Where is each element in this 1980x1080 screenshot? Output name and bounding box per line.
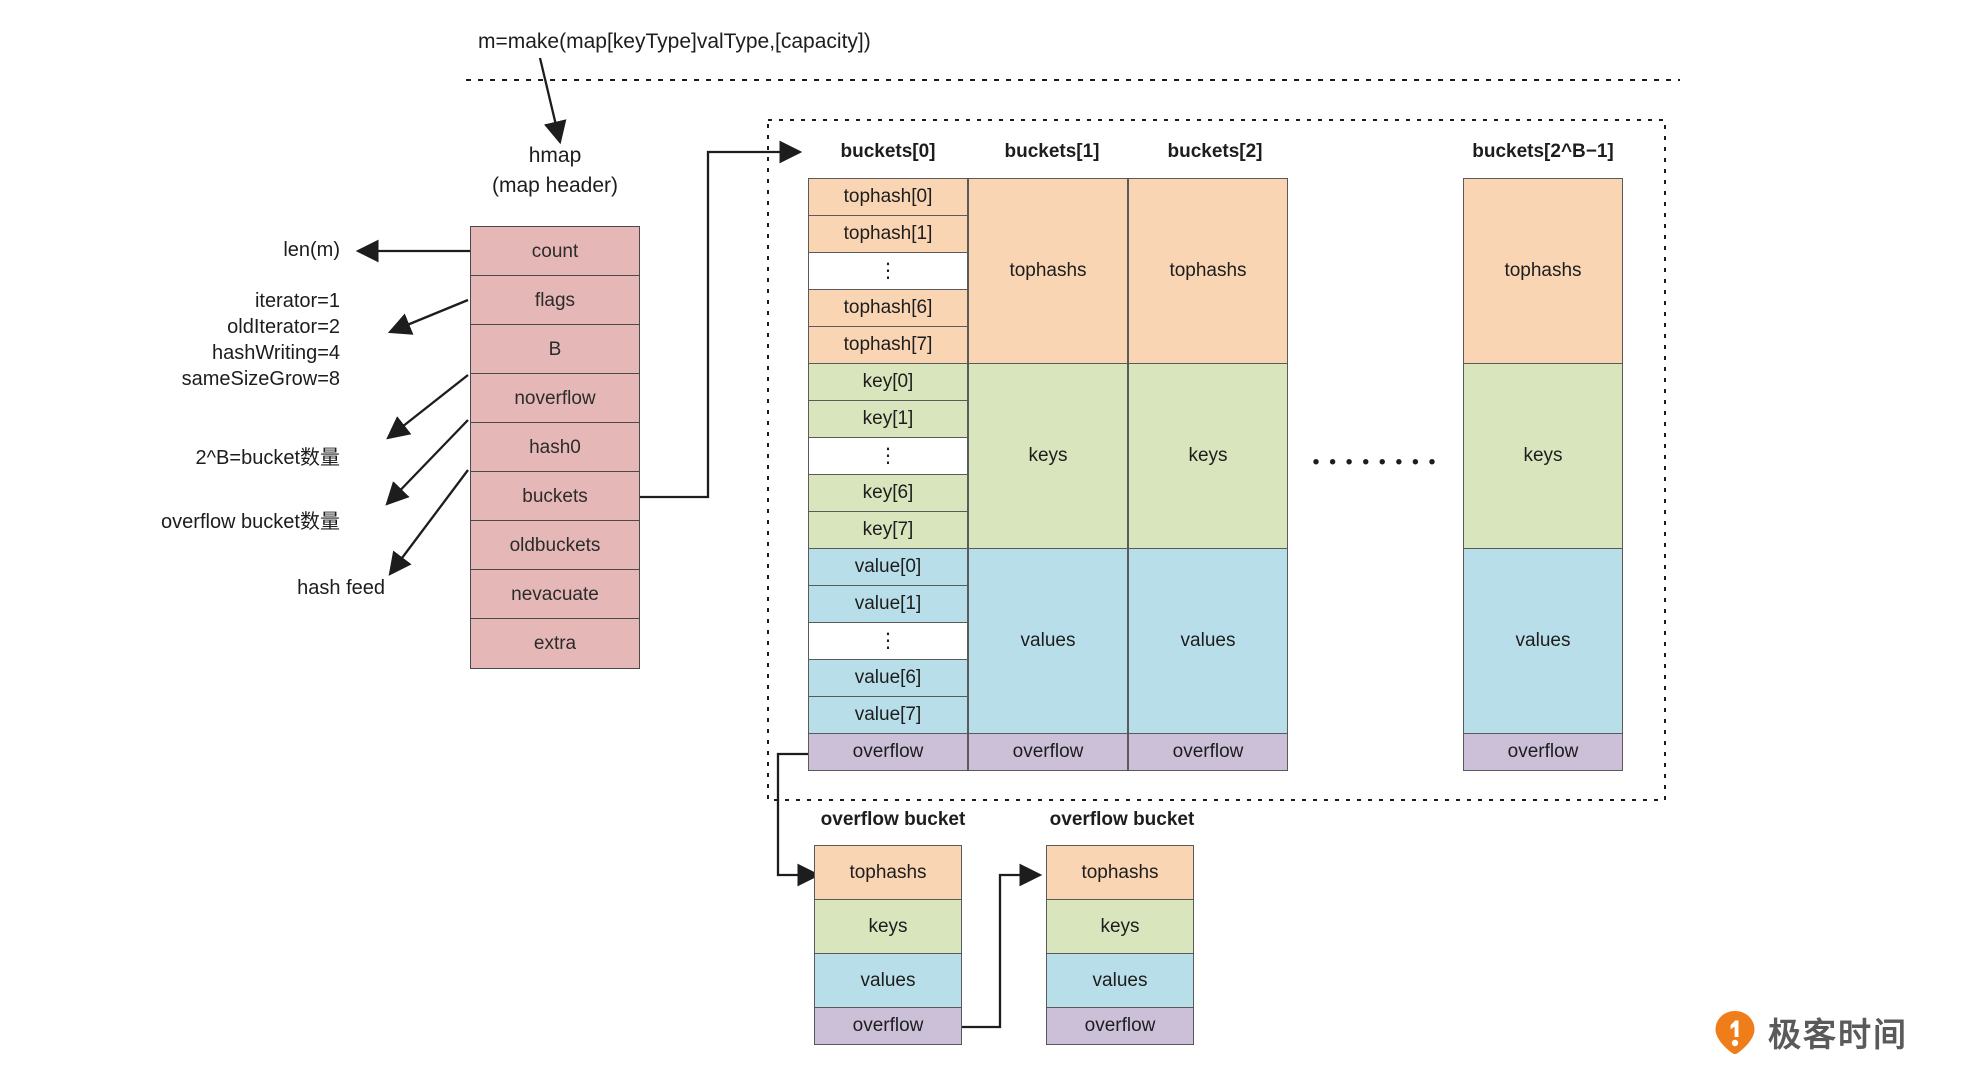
annotation-count: len(m) — [283, 239, 340, 261]
overflow1-tophashs: tophashs — [814, 845, 962, 899]
bucket0-value-6: value[6] — [808, 659, 968, 696]
bucket1-overflow: overflow — [968, 733, 1128, 771]
bucket-header-last: buckets[2^B−1] — [1472, 141, 1614, 162]
bucket0-tophash-7: tophash[7] — [808, 326, 968, 363]
buckets-pointer-arrow — [640, 140, 803, 499]
annotation-flags-samesizegrow: sameSizeGrow=8 — [181, 368, 340, 390]
bucket2-tophashs: tophashs — [1128, 178, 1288, 363]
bucket0-value-1: value[1] — [808, 585, 968, 622]
bucket-header-1: buckets[1] — [1004, 141, 1100, 162]
bucket2-overflow: overflow — [1128, 733, 1288, 771]
flags-annotation-arrow — [387, 298, 469, 335]
bucketlast-keys: keys — [1463, 363, 1623, 548]
bucket0-key-6: key[6] — [808, 474, 968, 511]
annotation-noverflow: overflow bucket数量 — [161, 511, 340, 533]
bucket0-value-0: value[0] — [808, 548, 968, 585]
bucket2-values: values — [1128, 548, 1288, 733]
hmap-field-buckets: buckets — [471, 472, 639, 521]
bucket-columns-ellipsis: • • • • • • • • — [1312, 451, 1438, 474]
geektime-logo-icon — [1712, 1009, 1758, 1055]
bucketlast-overflow: overflow — [1463, 733, 1623, 771]
bucket0-value-7: value[7] — [808, 696, 968, 733]
hmap-subtitle: (map header) — [491, 174, 619, 197]
b-annotation-arrow — [386, 374, 469, 440]
noverflow-annotation-arrow — [385, 419, 469, 506]
overflow-bucket-header-1: overflow bucket — [820, 809, 966, 830]
bucketlast-values: values — [1463, 548, 1623, 733]
bucket1-keys: keys — [968, 363, 1128, 548]
annotation-flags-iterator: iterator=1 — [254, 290, 340, 312]
bucket0-tophash-1: tophash[1] — [808, 215, 968, 252]
annotation-flags-olditerator: oldIterator=2 — [227, 316, 340, 338]
hmap-field-flags: flags — [471, 276, 639, 325]
annotation-hash0: hash feed — [297, 577, 385, 599]
bucket-header-2: buckets[2] — [1167, 141, 1263, 162]
bucket0-overflow: overflow — [808, 733, 968, 771]
bucket1-values: values — [968, 548, 1128, 733]
overflow2-values: values — [1046, 953, 1194, 1007]
overflow-bucket-1: tophashs keys values overflow — [814, 845, 962, 1045]
bucket0-key-1: key[1] — [808, 400, 968, 437]
overflow2-tophashs: tophashs — [1046, 845, 1194, 899]
bucket0-value-ellipsis: ⋮ — [808, 622, 968, 659]
bucket0-tophash-ellipsis: ⋮ — [808, 252, 968, 289]
hmap-field-extra: extra — [471, 619, 639, 668]
overflow2-overflow: overflow — [1046, 1007, 1194, 1045]
overflow-chain-arrow-2 — [962, 863, 1043, 1029]
hmap-field-noverflow: noverflow — [471, 374, 639, 423]
bucket0-key-0: key[0] — [808, 363, 968, 400]
hmap-field-count: count — [471, 227, 639, 276]
hmap-struct-table: count flags B noverflow hash0 buckets ol… — [470, 226, 640, 669]
hmap-field-oldbuckets: oldbuckets — [471, 521, 639, 570]
overflow-bucket-2: tophashs keys values overflow — [1046, 845, 1194, 1045]
bucket1-tophashs: tophashs — [968, 178, 1128, 363]
bucket-column-last: tophashs keys values overflow — [1463, 178, 1623, 771]
annotation-flags-hashwriting: hashWriting=4 — [211, 342, 340, 364]
overflow1-values: values — [814, 953, 962, 1007]
hmap-field-hash0: hash0 — [471, 423, 639, 472]
make-to-hmap-arrow — [538, 57, 567, 145]
hmap-field-b: B — [471, 325, 639, 374]
bucketlast-tophashs: tophashs — [1463, 178, 1623, 363]
bucket-header-0: buckets[0] — [840, 141, 936, 162]
brand-name: 极客时间 — [1768, 1015, 1908, 1054]
bucket0-key-ellipsis: ⋮ — [808, 437, 968, 474]
overflow2-keys: keys — [1046, 899, 1194, 953]
overflow1-overflow: overflow — [814, 1007, 962, 1045]
bucket2-keys: keys — [1128, 363, 1288, 548]
bucket0-tophash-6: tophash[6] — [808, 289, 968, 326]
hmap-title: hmap — [528, 144, 582, 167]
overflow-bucket-header-2: overflow bucket — [1049, 809, 1195, 830]
bucket-column-0: tophash[0] tophash[1] ⋮ tophash[6] topha… — [808, 178, 968, 771]
make-expression: m=make(map[keyType]valType,[capacity]) — [478, 30, 871, 53]
hmap-field-nevacuate: nevacuate — [471, 570, 639, 619]
bucket-column-1: tophashs keys values overflow — [968, 178, 1128, 771]
hash0-annotation-arrow — [388, 469, 469, 576]
overflow-chain-arrow-1 — [776, 752, 821, 887]
bucket0-tophash-0: tophash[0] — [808, 178, 968, 215]
bucket-column-2: tophashs keys values overflow — [1128, 178, 1288, 771]
bucket0-key-7: key[7] — [808, 511, 968, 548]
annotation-b: 2^B=bucket数量 — [195, 447, 340, 469]
overflow1-keys: keys — [814, 899, 962, 953]
brand-logo: 极客时间 — [1712, 1008, 1908, 1056]
